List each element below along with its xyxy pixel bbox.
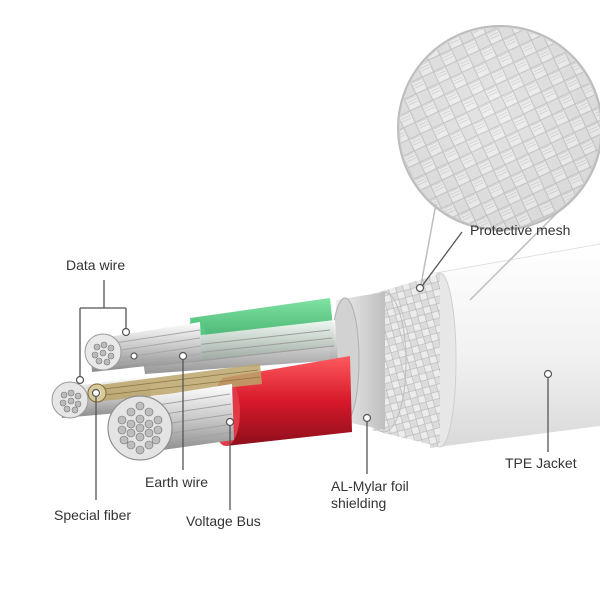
label-special-fiber: Special fiber (54, 507, 132, 523)
label-tpe-jacket: TPE Jacket (505, 455, 577, 471)
leader-dots (75, 283, 553, 427)
label-al-mylar-line1: AL-Mylar foil (331, 478, 409, 494)
label-protective-mesh: Protective mesh (470, 222, 571, 238)
voltage-bus-strands (107, 384, 234, 461)
data-wire-strands (84, 322, 202, 372)
label-data-wire: Data wire (66, 257, 126, 273)
magnified-mesh-view (397, 25, 600, 301)
label-earth-wire: Earth wire (145, 474, 209, 490)
label-voltage-bus: Voltage Bus (186, 513, 261, 529)
label-al-mylar-line2: shielding (331, 495, 387, 511)
tpe-jacket (423, 243, 600, 448)
leader-lines (79, 231, 549, 510)
